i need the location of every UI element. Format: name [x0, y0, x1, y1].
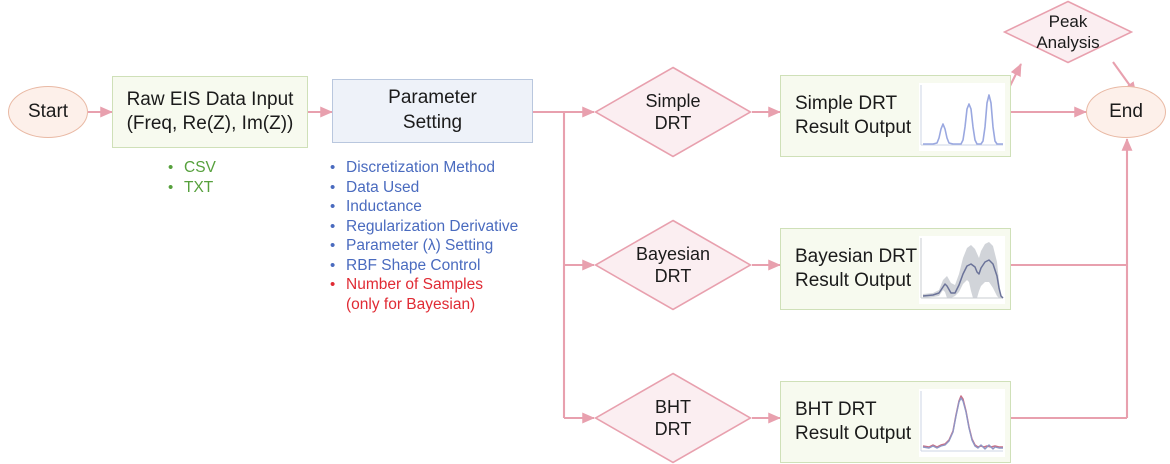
- list-item: • Inductance: [330, 197, 518, 217]
- bullet-dot-icon: •: [330, 256, 336, 274]
- simple-drt-line2: DRT: [654, 113, 692, 133]
- node-raw-eis-data-input[interactable]: Raw EIS Data Input (Freq, Re(Z), Im(Z)): [112, 76, 308, 148]
- parameter-label: Regularization Derivative: [346, 217, 519, 235]
- list-item: (only for Bayesian): [330, 295, 518, 315]
- node-raw-line2: (Freq, Re(Z), Im(Z)): [126, 113, 294, 134]
- bht-drt-line1: BHT: [654, 396, 691, 417]
- input-format-list: • CSV • TXT: [168, 158, 216, 197]
- bullet-spacer: [330, 295, 346, 315]
- simple-drt-line1: Simple: [645, 90, 701, 111]
- simple-drt-chart: [919, 83, 1005, 151]
- bht-output-line1: BHT DRT: [795, 398, 877, 420]
- node-bayesian-drt-result-output[interactable]: Bayesian DRT Result Output: [780, 228, 1011, 310]
- node-bayesian-drt[interactable]: Bayesian DRT: [594, 219, 752, 311]
- simple-output-line1: Simple DRT: [795, 92, 898, 114]
- list-item: • RBF Shape Control: [330, 256, 518, 276]
- node-parameter-setting[interactable]: Parameter Setting: [332, 79, 533, 143]
- parameter-label: Inductance: [346, 198, 422, 215]
- list-item: • CSV: [168, 158, 216, 178]
- parameter-list: • Discretization Method • Data Used • In…: [330, 158, 518, 314]
- list-item: • Number of Samples: [330, 275, 518, 295]
- bullet-dot-icon: •: [330, 198, 336, 215]
- bullet-dot-icon: •: [330, 276, 336, 293]
- node-bht-drt[interactable]: BHT DRT: [594, 372, 752, 464]
- node-start-label: Start: [27, 101, 69, 122]
- diamond-shape: [1003, 0, 1133, 64]
- peak-analysis-line1: Peak: [1048, 11, 1088, 31]
- bullet-dot-icon: •: [168, 178, 174, 196]
- parameter-label: RBF Shape Control: [346, 256, 481, 274]
- node-raw-line1: Raw EIS Data Input: [126, 88, 294, 110]
- bayesian-output-text: Bayesian DRT Result Output: [781, 245, 917, 294]
- bayesian-drt-line2: DRT: [654, 266, 692, 286]
- node-bht-drt-label: BHT DRT: [594, 372, 752, 464]
- peak-analysis-line2: Analysis: [1036, 33, 1100, 52]
- node-peak-analysis-label: Peak Analysis: [1003, 0, 1133, 64]
- diamond-shape: [594, 219, 752, 311]
- bayesian-output-line1: Bayesian DRT: [795, 245, 918, 267]
- parameter-label: Parameter (λ) Setting: [346, 237, 494, 254]
- list-item: • TXT: [168, 178, 216, 198]
- node-simple-drt-label: Simple DRT: [594, 66, 752, 158]
- node-param-line2: Setting: [402, 112, 463, 133]
- node-end-label: End: [1109, 101, 1143, 122]
- bayesian-drt-chart: [919, 236, 1005, 304]
- node-start[interactable]: Start: [8, 86, 88, 138]
- node-bayesian-drt-label: Bayesian DRT: [594, 219, 752, 311]
- chart-svg: [919, 389, 1005, 457]
- parameter-label: Number of Samples: [346, 276, 483, 293]
- bht-drt-chart: [919, 389, 1005, 457]
- node-param-line1: Parameter: [388, 87, 477, 109]
- list-item: • Regularization Derivative: [330, 217, 518, 237]
- bullet-dot-icon: •: [168, 159, 174, 176]
- bht-output-text: BHT DRT Result Output: [781, 398, 911, 447]
- bht-drt-line2: DRT: [654, 419, 692, 439]
- bullet-dot-icon: •: [330, 178, 336, 196]
- node-simple-drt[interactable]: Simple DRT: [594, 66, 752, 158]
- parameter-label: Data Used: [346, 178, 420, 196]
- parameter-label-continuation: (only for Bayesian): [346, 295, 476, 313]
- list-item: • Data Used: [330, 178, 518, 198]
- node-end[interactable]: End: [1086, 86, 1166, 138]
- simple-output-line2: Result Output: [795, 117, 912, 138]
- node-bht-drt-result-output[interactable]: BHT DRT Result Output: [780, 381, 1011, 463]
- bullet-dot-icon: •: [330, 159, 336, 176]
- bullet-dot-icon: •: [330, 217, 336, 235]
- chart-svg: [919, 236, 1005, 304]
- node-simple-drt-result-output[interactable]: Simple DRT Result Output: [780, 75, 1011, 157]
- node-peak-analysis[interactable]: Peak Analysis: [1003, 0, 1133, 64]
- bayesian-drt-line1: Bayesian: [635, 243, 711, 264]
- bullet-dot-icon: •: [330, 237, 336, 254]
- bht-output-line2: Result Output: [795, 423, 912, 444]
- input-format-label: TXT: [184, 178, 214, 196]
- parameter-label: Discretization Method: [346, 159, 496, 176]
- chart-svg: [919, 83, 1005, 151]
- bayesian-output-line2: Result Output: [795, 270, 912, 291]
- diamond-shape: [594, 66, 752, 158]
- simple-output-text: Simple DRT Result Output: [781, 92, 911, 141]
- input-format-label: CSV: [184, 159, 216, 176]
- list-item: • Discretization Method: [330, 158, 518, 178]
- list-item: • Parameter (λ) Setting: [330, 236, 518, 256]
